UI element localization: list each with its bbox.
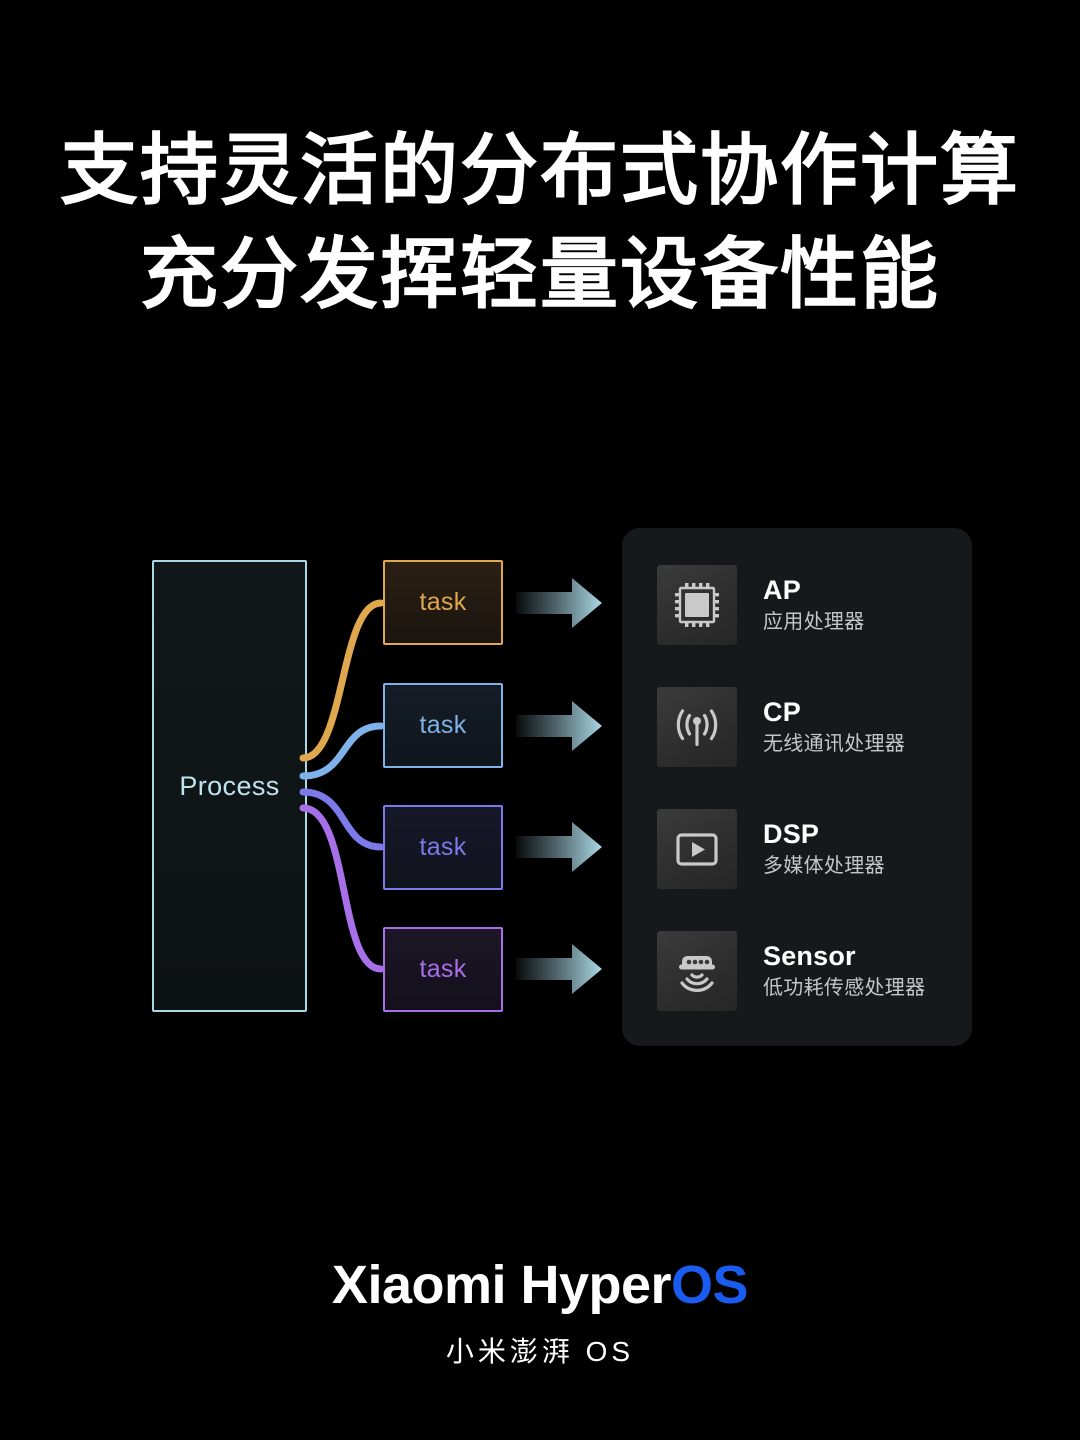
device-name: CP	[763, 697, 801, 727]
play-icon	[657, 809, 737, 889]
headline-line-2: 充分发挥轻量设备性能	[139, 230, 940, 318]
device-desc: 多媒体处理器	[763, 855, 885, 877]
device-desc: 应用处理器	[763, 611, 865, 633]
antenna-icon	[657, 687, 737, 767]
task-box: task	[383, 560, 503, 645]
task-label: task	[419, 955, 467, 983]
sensor-icon	[657, 931, 737, 1011]
brand-name-white: Xiaomi Hyper	[331, 1255, 672, 1315]
brand-name-blue: OS	[671, 1255, 749, 1315]
task-label: task	[419, 588, 467, 616]
task-box: task	[383, 805, 503, 890]
device-row-sensor: Sensor 低功耗传感处理器	[657, 930, 947, 1012]
device-row-ap: AP 应用处理器	[657, 564, 947, 646]
device-name: AP	[763, 575, 801, 605]
brand-subtitle: 小米澎湃 OS	[445, 1336, 635, 1367]
page-title: 支持灵活的分布式协作计算 充分发挥轻量设备性能	[0, 118, 1080, 326]
brand-name: Xiaomi HyperOS	[0, 1252, 1080, 1318]
task-label: task	[419, 833, 467, 861]
headline-line-1: 支持灵活的分布式协作计算	[59, 126, 1020, 214]
brand-lockup: Xiaomi HyperOS 小米澎湃 OS	[0, 1252, 1080, 1370]
task-box: task	[383, 927, 503, 1012]
device-desc: 无线通讯处理器	[763, 733, 906, 755]
device-name: DSP	[763, 819, 820, 849]
chip-icon	[657, 565, 737, 645]
device-name: Sensor	[763, 941, 856, 971]
process-box	[152, 560, 307, 1012]
device-desc: 低功耗传感处理器	[763, 977, 926, 999]
processor-list-panel: AP 应用处理器 CP 无线通讯处理器	[622, 528, 972, 1046]
device-row-cp: CP 无线通讯处理器	[657, 686, 947, 768]
task-box: task	[383, 683, 503, 768]
task-label: task	[419, 711, 467, 739]
device-row-dsp: DSP 多媒体处理器	[657, 808, 947, 890]
